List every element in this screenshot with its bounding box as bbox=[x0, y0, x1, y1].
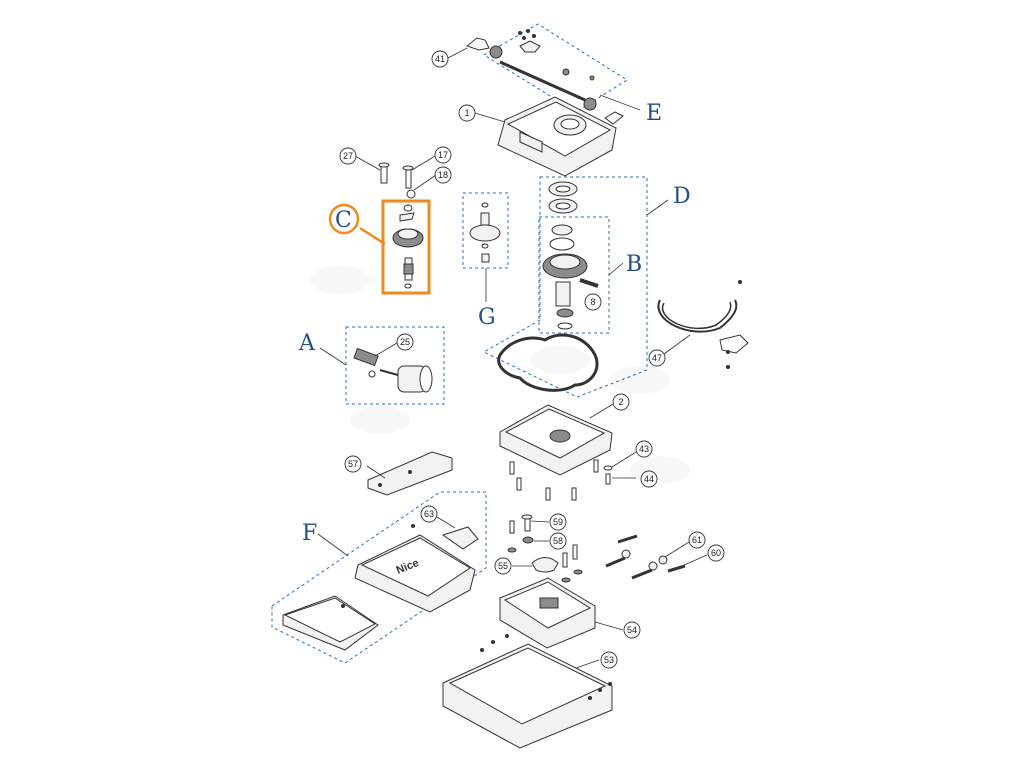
callout-54: 54 bbox=[623, 621, 641, 639]
callout-55: 55 bbox=[494, 557, 512, 575]
callout-53: 53 bbox=[600, 651, 618, 669]
svg-text:8: 8 bbox=[590, 297, 595, 307]
callout-57: 57 bbox=[344, 455, 362, 473]
callout-17: 17 bbox=[434, 146, 452, 164]
callout-63: 63 bbox=[420, 505, 438, 523]
svg-text:54: 54 bbox=[627, 625, 637, 635]
group-c-callout bbox=[328, 203, 360, 235]
svg-text:1: 1 bbox=[464, 108, 469, 118]
svg-text:53: 53 bbox=[604, 655, 614, 665]
motor-assembly bbox=[353, 347, 433, 393]
group-label-d: D bbox=[673, 184, 691, 209]
cover-assembly: Nice bbox=[282, 524, 479, 651]
small-parts-center bbox=[507, 514, 583, 583]
callout-43: 43 bbox=[635, 440, 653, 458]
svg-text:57: 57 bbox=[348, 459, 358, 469]
svg-text:60: 60 bbox=[711, 548, 721, 558]
rod-assembly bbox=[489, 29, 624, 125]
callout-41: 41 bbox=[431, 50, 449, 68]
svg-text:55: 55 bbox=[498, 561, 508, 571]
group-label-c: C bbox=[335, 208, 352, 233]
callout-47: 47 bbox=[648, 349, 666, 367]
callout-2: 2 bbox=[612, 393, 630, 411]
svg-text:44: 44 bbox=[644, 474, 654, 484]
svg-text:27: 27 bbox=[343, 151, 353, 161]
clip-part-41 bbox=[465, 37, 490, 51]
callout-25: 25 bbox=[396, 333, 414, 351]
svg-text:63: 63 bbox=[424, 509, 434, 519]
callout-27: 27 bbox=[339, 147, 357, 165]
group-g-parts bbox=[469, 202, 501, 263]
gasket bbox=[497, 333, 599, 392]
callout-8: 8 bbox=[584, 293, 602, 311]
group-e bbox=[483, 23, 641, 125]
svg-text:43: 43 bbox=[639, 444, 649, 454]
callout-61: 61 bbox=[688, 531, 706, 549]
cable-47 bbox=[657, 280, 749, 369]
lower-housing bbox=[499, 404, 613, 476]
group-b-parts bbox=[542, 224, 599, 330]
housing-screws bbox=[509, 459, 613, 501]
group-a-box bbox=[345, 326, 445, 405]
group-label-f: F bbox=[302, 521, 317, 546]
svg-text:25: 25 bbox=[400, 337, 410, 347]
callout-59: 59 bbox=[549, 513, 567, 531]
group-label-a: A bbox=[298, 331, 316, 356]
svg-text:58: 58 bbox=[553, 536, 563, 546]
base-box-53 bbox=[442, 634, 613, 749]
svg-text:61: 61 bbox=[692, 535, 702, 545]
group-label-b: B bbox=[626, 252, 642, 277]
group-c-highlight-box bbox=[381, 199, 431, 295]
svg-text:2: 2 bbox=[618, 397, 623, 407]
pins-group bbox=[605, 534, 686, 580]
callout-1: 1 bbox=[458, 104, 476, 122]
bracket-57 bbox=[367, 451, 453, 496]
svg-text:41: 41 bbox=[435, 54, 445, 64]
callout-58: 58 bbox=[549, 532, 567, 550]
svg-text:59: 59 bbox=[553, 517, 563, 527]
group-c-parts bbox=[392, 204, 424, 289]
svg-text:17: 17 bbox=[438, 150, 448, 160]
screw-27 bbox=[378, 162, 390, 184]
group-label-e: E bbox=[646, 101, 662, 126]
group-d-washers bbox=[548, 181, 578, 214]
callout-60: 60 bbox=[707, 544, 725, 562]
frame-54 bbox=[499, 577, 596, 649]
svg-text:18: 18 bbox=[438, 170, 448, 180]
callout-18: 18 bbox=[434, 166, 452, 184]
group-label-g: G bbox=[478, 305, 496, 330]
svg-text:47: 47 bbox=[652, 353, 662, 363]
screw-17 bbox=[402, 165, 414, 189]
upper-housing bbox=[497, 96, 617, 177]
callout-44: 44 bbox=[640, 470, 658, 488]
washer-18 bbox=[406, 189, 416, 199]
